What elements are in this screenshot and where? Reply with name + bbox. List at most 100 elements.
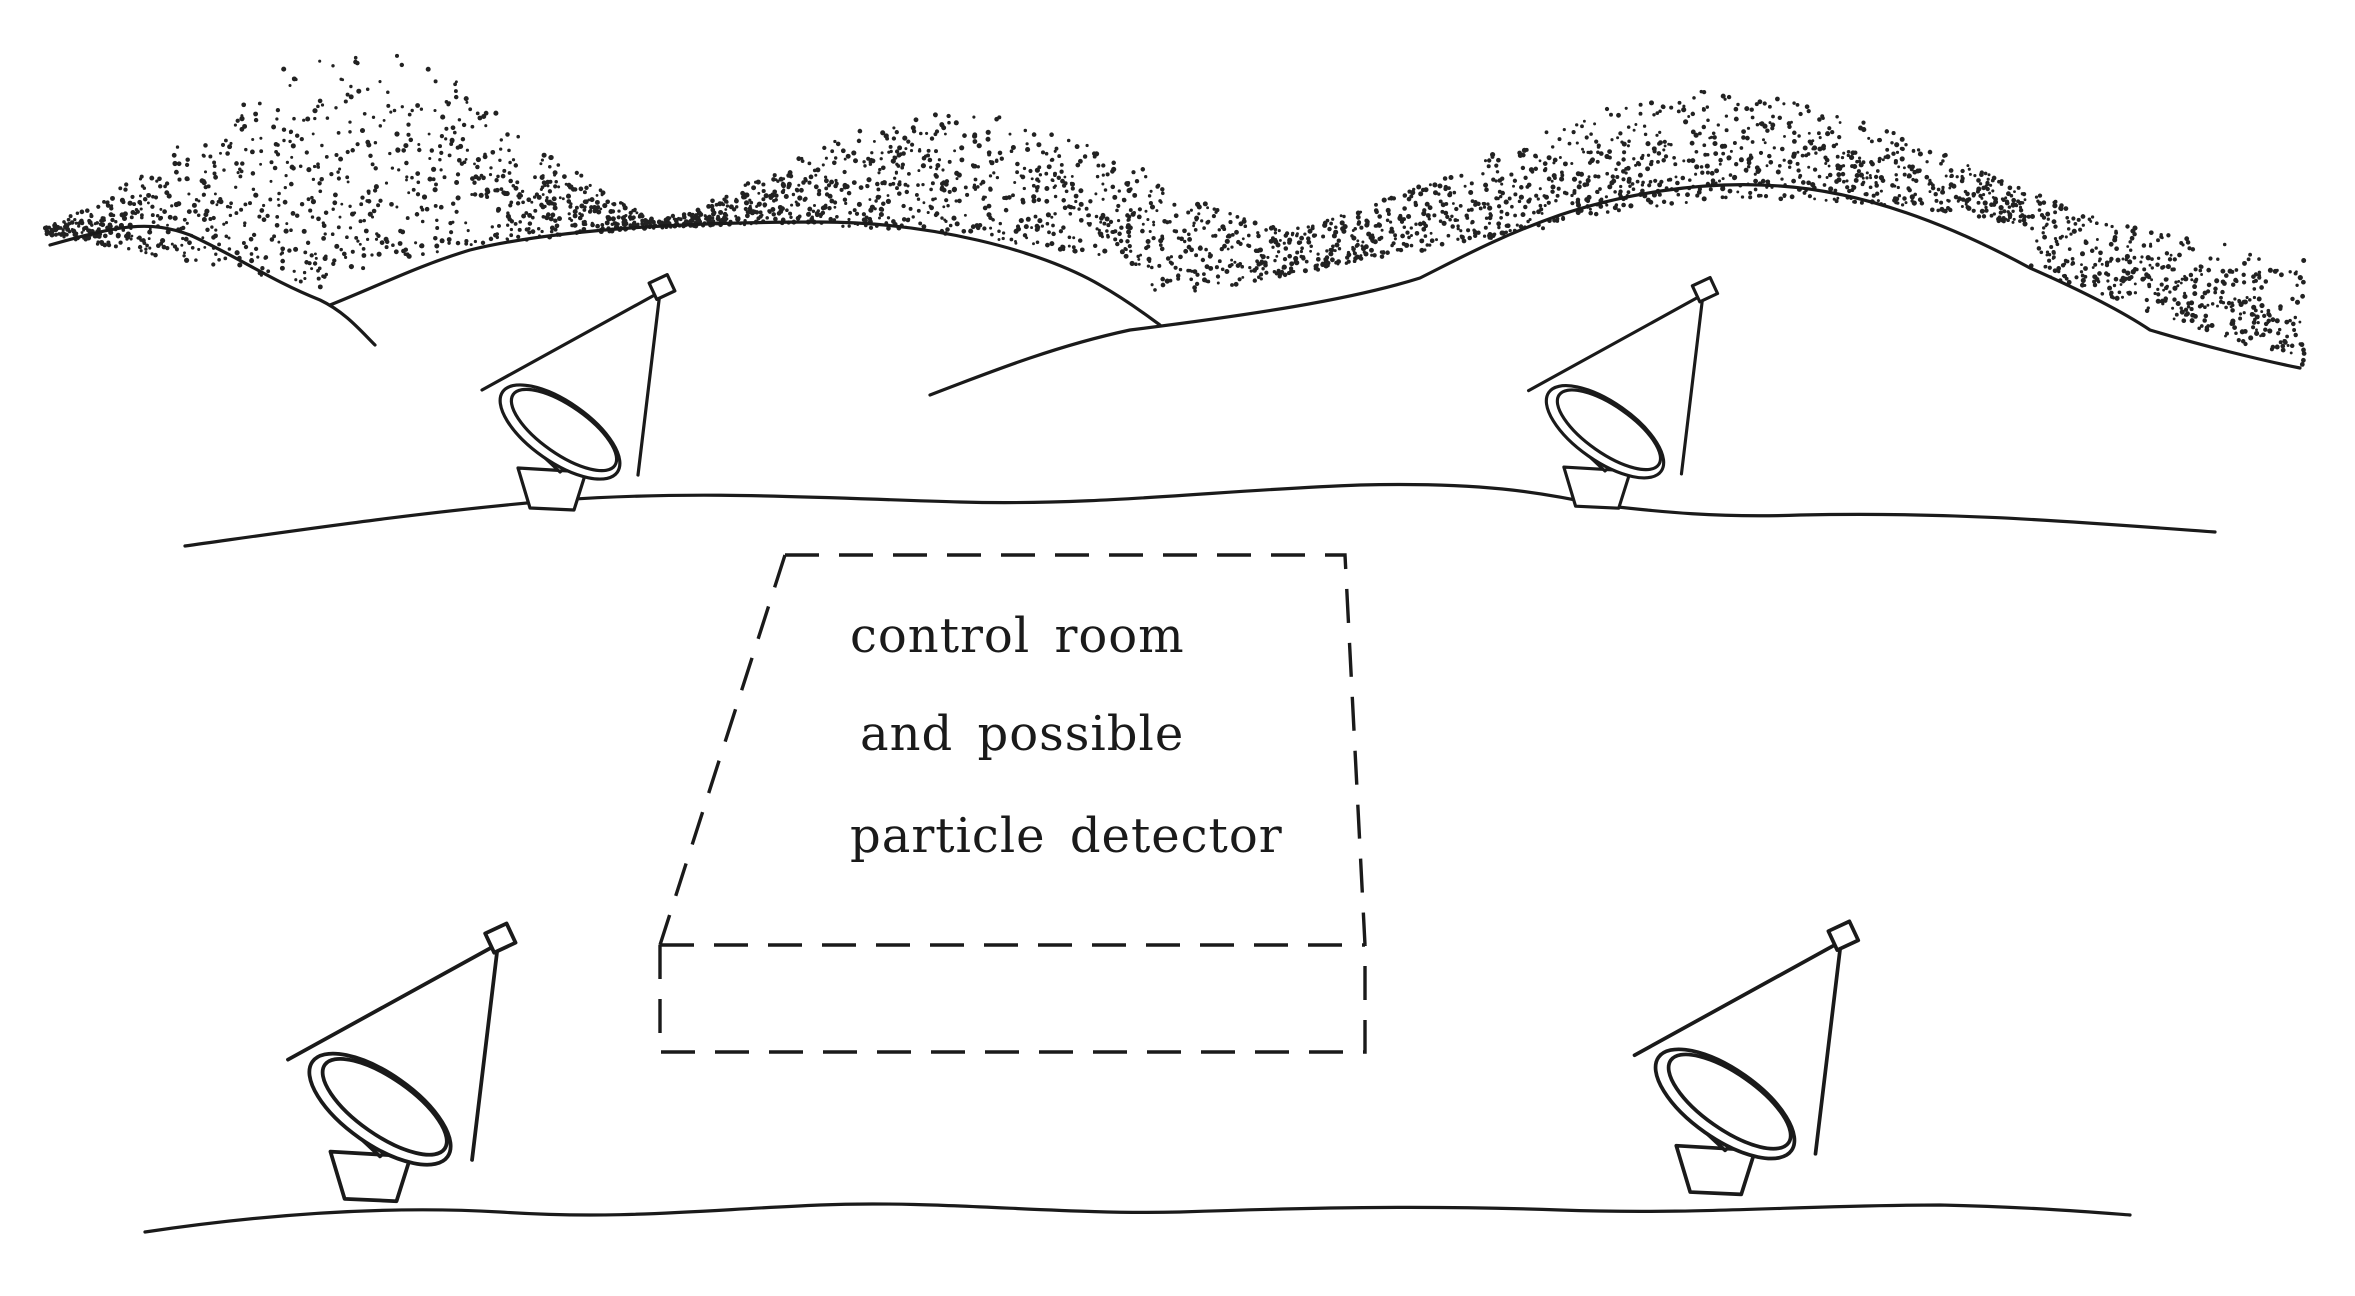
stipple-dot <box>758 210 763 215</box>
stipple-dot <box>2147 282 2152 287</box>
stipple-dot <box>2225 331 2229 336</box>
stipple-dot <box>348 226 353 230</box>
stipple-dot <box>1947 199 1951 203</box>
stipple-dot <box>1082 154 1088 159</box>
stipple-dot <box>1788 165 1792 169</box>
stipple-dot <box>976 165 980 169</box>
stipple-dot <box>1616 112 1621 118</box>
stipple-dot <box>1855 159 1859 164</box>
stipple-dot <box>824 175 828 179</box>
stipple-dot <box>910 142 915 147</box>
stipple-dot <box>2251 274 2256 279</box>
stipple-dot <box>1490 233 1496 239</box>
stipple-dot <box>925 131 929 135</box>
stipple-dot <box>2144 272 2149 277</box>
stipple-dot <box>1586 150 1590 155</box>
stipple-dot <box>137 244 143 250</box>
stipple-dot <box>490 225 494 229</box>
stipple-dot <box>516 234 521 239</box>
stipple-dot <box>345 92 350 97</box>
stipple-dot <box>1712 135 1717 140</box>
stipple-dot <box>2036 199 2040 203</box>
stipple-dot <box>878 211 884 218</box>
stipple-dot <box>2276 331 2281 336</box>
stipple-dot <box>524 227 529 232</box>
stipple-dot <box>1884 129 1890 134</box>
stipple-dot <box>473 239 478 244</box>
stipple-dot <box>2066 227 2071 231</box>
stipple-dot <box>920 163 926 169</box>
stipple-dot <box>545 196 549 200</box>
stipple-dot <box>275 152 281 157</box>
stipple-dot <box>1410 234 1413 237</box>
stipple-dot <box>1282 272 1288 278</box>
stipple-dot <box>371 208 377 214</box>
stipple-dot <box>67 229 72 234</box>
stipple-dot <box>250 171 256 176</box>
stipple-dot <box>870 151 874 155</box>
stipple-dot <box>107 222 113 228</box>
stipple-dot <box>243 202 248 207</box>
stipple-dot <box>1941 159 1945 163</box>
stipple-dot <box>546 184 550 188</box>
stipple-dot <box>994 116 999 122</box>
stipple-dot <box>2172 286 2177 291</box>
stipple-dot <box>439 238 445 244</box>
stipple-dot <box>323 232 327 236</box>
stipple-dot <box>2190 312 2195 318</box>
stipple-dot <box>2109 292 2113 297</box>
stipple-dot <box>1101 182 1105 186</box>
stipple-dot <box>1478 206 1483 211</box>
stipple-dot <box>1604 106 1610 112</box>
stipple-dot <box>1432 182 1438 188</box>
stipple-dot <box>1036 197 1042 202</box>
stipple-dot <box>824 192 830 197</box>
stipple-dot <box>1787 124 1792 129</box>
stipple-dot <box>1528 217 1532 222</box>
stipple-dot <box>1507 196 1512 201</box>
stipple-dot <box>1706 118 1710 122</box>
stipple-dot <box>557 185 561 189</box>
stipple-dot <box>2213 290 2218 295</box>
stipple-dot <box>778 176 784 182</box>
stipple-dot <box>484 187 490 193</box>
stipple-dot <box>433 203 438 208</box>
stipple-dot <box>1616 136 1620 140</box>
stipple-dot <box>1681 107 1687 113</box>
stipple-dot <box>1400 233 1405 239</box>
stipple-dot <box>318 189 323 194</box>
stipple-dot <box>2301 351 2307 356</box>
stipple-dot <box>1797 134 1801 138</box>
stipple-dot <box>203 143 208 148</box>
stipple-dot <box>1206 279 1211 284</box>
stipple-dot <box>203 170 208 174</box>
stipple-dot <box>2053 210 2058 215</box>
stipple-dot <box>1552 218 1557 223</box>
stipple-dot <box>362 111 367 116</box>
stipple-dot <box>2179 309 2185 315</box>
stipple-dot <box>238 174 243 179</box>
stipple-dot <box>1061 198 1066 203</box>
stipple-dot <box>1500 230 1506 236</box>
stipple-dot <box>110 195 115 201</box>
stipple-dot <box>1372 239 1378 245</box>
stipple-dot <box>1814 151 1818 155</box>
stipple-dot <box>306 167 312 173</box>
stipple-dot <box>165 245 170 251</box>
stipple-dot <box>1806 180 1811 186</box>
stipple-dot <box>417 143 421 146</box>
stipple-dot <box>2111 296 2116 300</box>
stipple-dot <box>791 192 796 197</box>
stipple-dot <box>1617 191 1623 197</box>
stipple-dot <box>1811 139 1815 143</box>
stipple-dot <box>1115 208 1119 213</box>
stipple-dot <box>1628 184 1632 188</box>
stipple-dot <box>2263 327 2268 332</box>
stipple-dot <box>1050 215 1054 219</box>
stipple-dot <box>714 202 719 207</box>
stipple-dot <box>1622 150 1627 155</box>
stipple-dot <box>1345 255 1350 260</box>
stipple-dot <box>367 211 373 217</box>
stipple-dot <box>1381 197 1387 203</box>
stipple-dot <box>2045 211 2051 217</box>
